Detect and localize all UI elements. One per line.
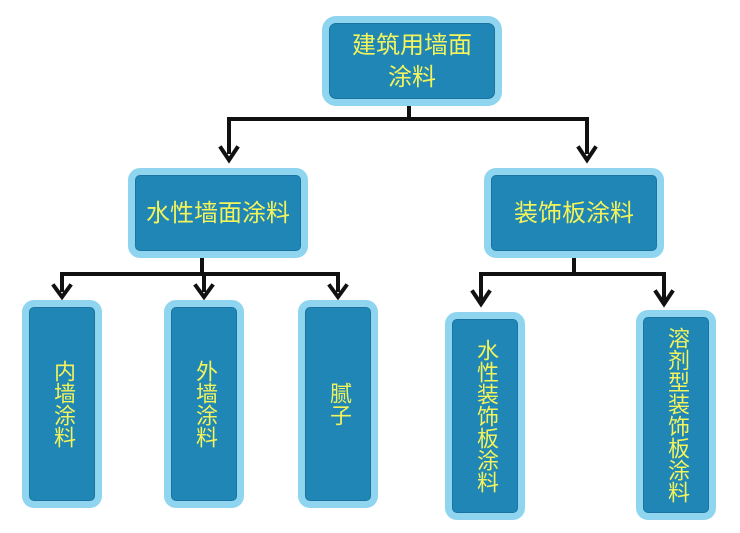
exterior-wall-coating-label: 外墙涂料 <box>192 360 217 448</box>
arrow-to-water-decor-icon <box>470 289 492 308</box>
exterior-wall-coating-node: 外墙涂料 <box>164 300 244 508</box>
decorative-board-coating-label: 装饰板涂料 <box>514 198 634 227</box>
root-label-line1: 建筑用墙面 <box>352 30 472 59</box>
root-connector <box>227 104 589 154</box>
arrow-to-interior-icon <box>51 283 73 301</box>
interior-wall-coating-node: 内墙涂料 <box>22 300 102 508</box>
water-wall-coating-node: 水性墙面涂料 <box>128 168 308 258</box>
decorative-board-coating-node: 装饰板涂料 <box>484 168 664 258</box>
putty-label: 腻子 <box>326 382 351 426</box>
water-wall-connector <box>60 256 340 292</box>
water-decorative-board-coating-label: 水性装饰板涂料 <box>473 339 498 493</box>
root-node: 建筑用墙面 涂料 <box>322 16 502 106</box>
decorative-connector <box>479 256 666 300</box>
water-decorative-board-coating-node: 水性装饰板涂料 <box>445 312 525 520</box>
interior-wall-coating-label: 内墙涂料 <box>50 360 75 448</box>
putty-node: 腻子 <box>298 300 378 508</box>
root-label: 建筑用墙面 涂料 <box>352 29 472 94</box>
solvent-decorative-board-coating-node: 溶剂型装饰板涂料 <box>636 310 716 520</box>
solvent-decorative-board-coating-label: 溶剂型装饰板涂料 <box>664 327 689 503</box>
arrow-to-decorative-icon <box>576 145 598 164</box>
arrow-to-exterior-icon <box>193 283 215 301</box>
water-wall-coating-label: 水性墙面涂料 <box>146 198 290 227</box>
arrow-to-solvent-decor-icon <box>653 289 675 308</box>
root-label-line2: 涂料 <box>388 63 436 91</box>
arrow-to-putty-icon <box>327 283 349 301</box>
arrow-to-water-wall-icon <box>218 145 240 164</box>
